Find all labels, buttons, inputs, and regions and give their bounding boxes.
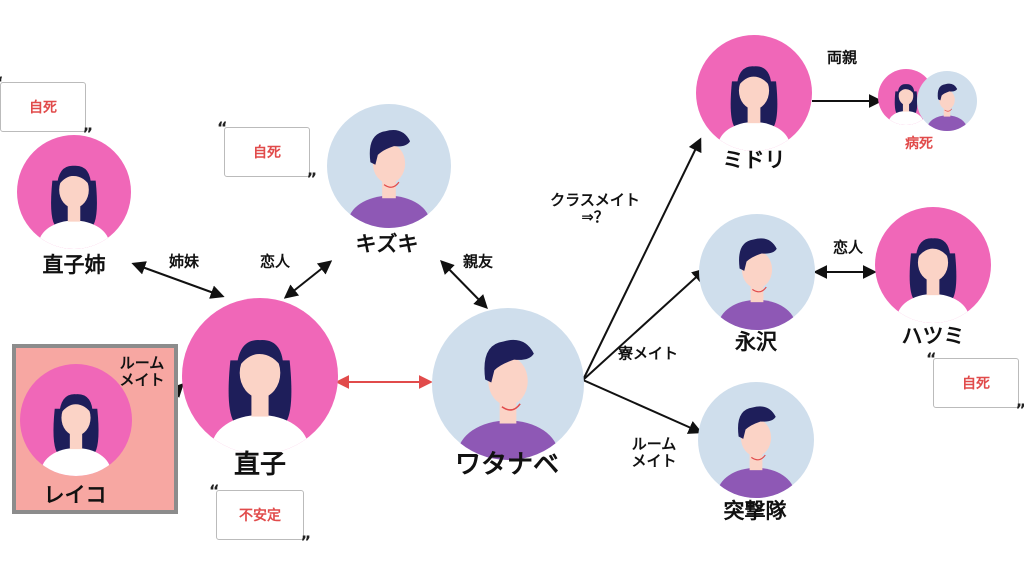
name-hatsumi: ハツミ — [901, 323, 965, 348]
avatar-parent-father — [917, 71, 977, 131]
arrow-kizuki-naoko — [283, 260, 333, 299]
arrow-watanabe-nagasawa — [582, 268, 707, 381]
rel-lovers-nagasawa-hatsumi: 恋人 — [832, 238, 864, 257]
status-tag-kizuki: “自死” — [217, 118, 317, 188]
name-totsugekitai: 突撃隊 — [723, 498, 787, 523]
status-parents: 病死 — [905, 136, 933, 152]
avatar-hatsumi — [875, 207, 991, 323]
name-naoko-sister: 直子姉 — [42, 252, 106, 277]
rel-sisters: 姉妹 — [168, 252, 200, 271]
rel-dormmate: 寮メイト — [617, 344, 679, 363]
avatar-midori — [696, 35, 812, 151]
avatar-naoko-sister — [17, 135, 131, 249]
rel-roommate-reiko: ルームメイト — [119, 353, 165, 389]
rel-lovers-naoko-kizuki: 恋人 — [259, 252, 291, 271]
arrow-watanabe-totsugekitai — [582, 379, 703, 434]
rel-best-friend: 親友 — [462, 252, 494, 271]
arrow-sister-naoko — [131, 261, 225, 299]
name-reiko: レイコ — [43, 482, 107, 507]
avatar-nagasawa — [699, 214, 815, 330]
avatar-totsugekitai — [698, 382, 814, 498]
name-watanabe: ワタナベ — [454, 450, 560, 481]
avatar-naoko — [182, 298, 338, 454]
status-tag-sister: “自死” — [0, 73, 93, 143]
status-tag-naoko: “不安定” — [209, 481, 311, 551]
rel-classmate: クラスメイト⇒？ — [550, 190, 640, 226]
name-kizuki: キズキ — [355, 231, 419, 256]
rel-parents: 両親 — [826, 48, 858, 67]
name-naoko: 直子 — [233, 450, 287, 481]
name-nagasawa: 永沢 — [735, 329, 777, 354]
arrow-kizuki-watanabe — [440, 259, 488, 310]
rel-roommate-totsugekitai: ルームメイト — [631, 434, 677, 470]
avatar-watanabe — [432, 308, 584, 460]
avatar-kizuki — [327, 104, 451, 228]
status-tag-hatsumi: “自死” — [926, 349, 1024, 419]
name-midori: ミドリ — [722, 147, 786, 172]
arrow-watanabe-midori — [582, 137, 702, 381]
